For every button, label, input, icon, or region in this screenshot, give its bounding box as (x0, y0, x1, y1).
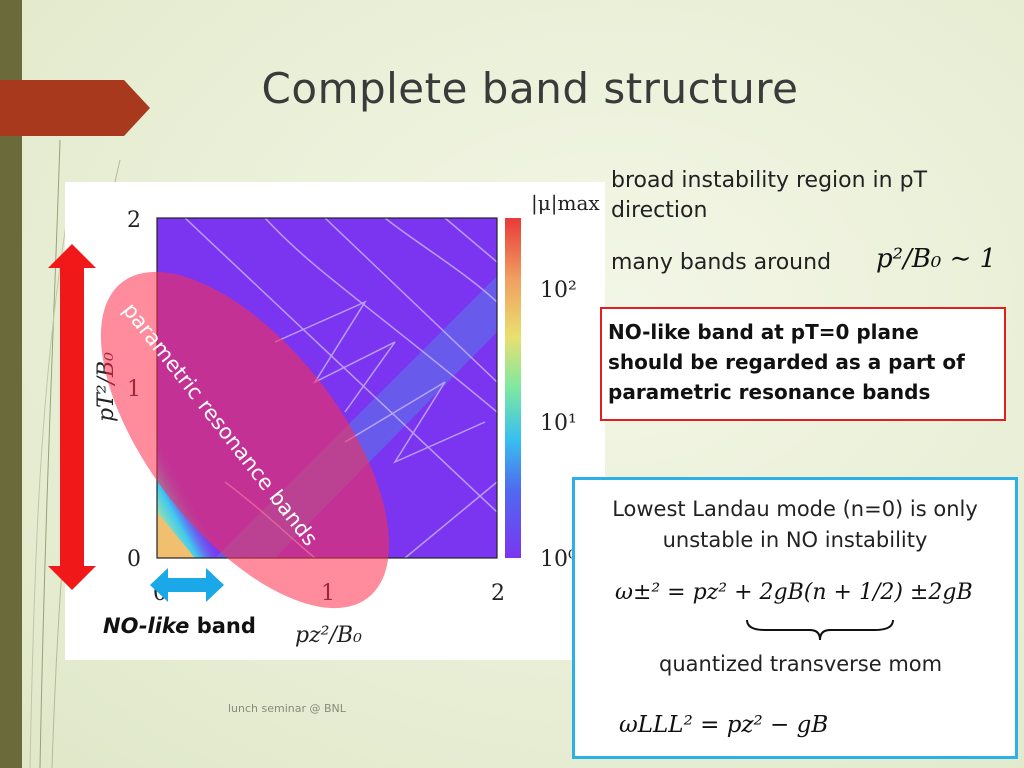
bullet-many-bands: many bands around (611, 250, 832, 275)
landau-description: Lowest Landau mode (n=0) is only unstabl… (575, 494, 1015, 556)
lll-formula: ωLLL² = pz² − gB (619, 712, 829, 738)
title-arrow-tab (0, 80, 150, 136)
quantized-label: quantized transverse mom (659, 652, 943, 676)
colorbar-label: |μ|max (531, 191, 600, 216)
no-like-rest: band (196, 614, 256, 638)
dispersion-formula: ω±² = pz² + 2gB(n + 1/2) ±2gB (615, 580, 973, 605)
lowest-landau-box: Lowest Landau mode (n=0) is only unstabl… (572, 477, 1018, 759)
slide-title: Complete band structure (261, 64, 799, 113)
no-like-note-box: NO-like band at pT=0 plane should be reg… (600, 307, 1006, 421)
no-like-band-label: NO-like band (103, 614, 256, 638)
y-tick-label: 0 (127, 547, 141, 572)
colorbar-tick: 10¹ (540, 411, 577, 436)
parametric-band-highlight (100, 271, 390, 609)
x-tick-label: 2 (491, 581, 505, 606)
underbrace (746, 619, 894, 641)
no-like-arrow (150, 568, 224, 602)
bullet-formula: p²/B₀ ∼ 1 (876, 244, 997, 274)
x-axis-label: pz²/B₀ (295, 623, 362, 648)
colorbar (505, 218, 521, 558)
colorbar-tick: 10⁰ (540, 547, 577, 572)
landau-line-2: unstable in NO instability (662, 528, 928, 552)
bullet-broad-instability: broad instability region in pT direction (611, 168, 928, 223)
colorbar-tick: 10² (540, 278, 577, 303)
footer-text: lunch seminar @ BNL (228, 702, 346, 715)
landau-line-1: Lowest Landau mode (n=0) is only (612, 497, 978, 521)
y-tick-label: 2 (127, 208, 141, 233)
no-like-italic: NO-like (103, 614, 190, 638)
left-accent-bar (0, 0, 22, 768)
pt-direction-arrow (48, 244, 96, 590)
